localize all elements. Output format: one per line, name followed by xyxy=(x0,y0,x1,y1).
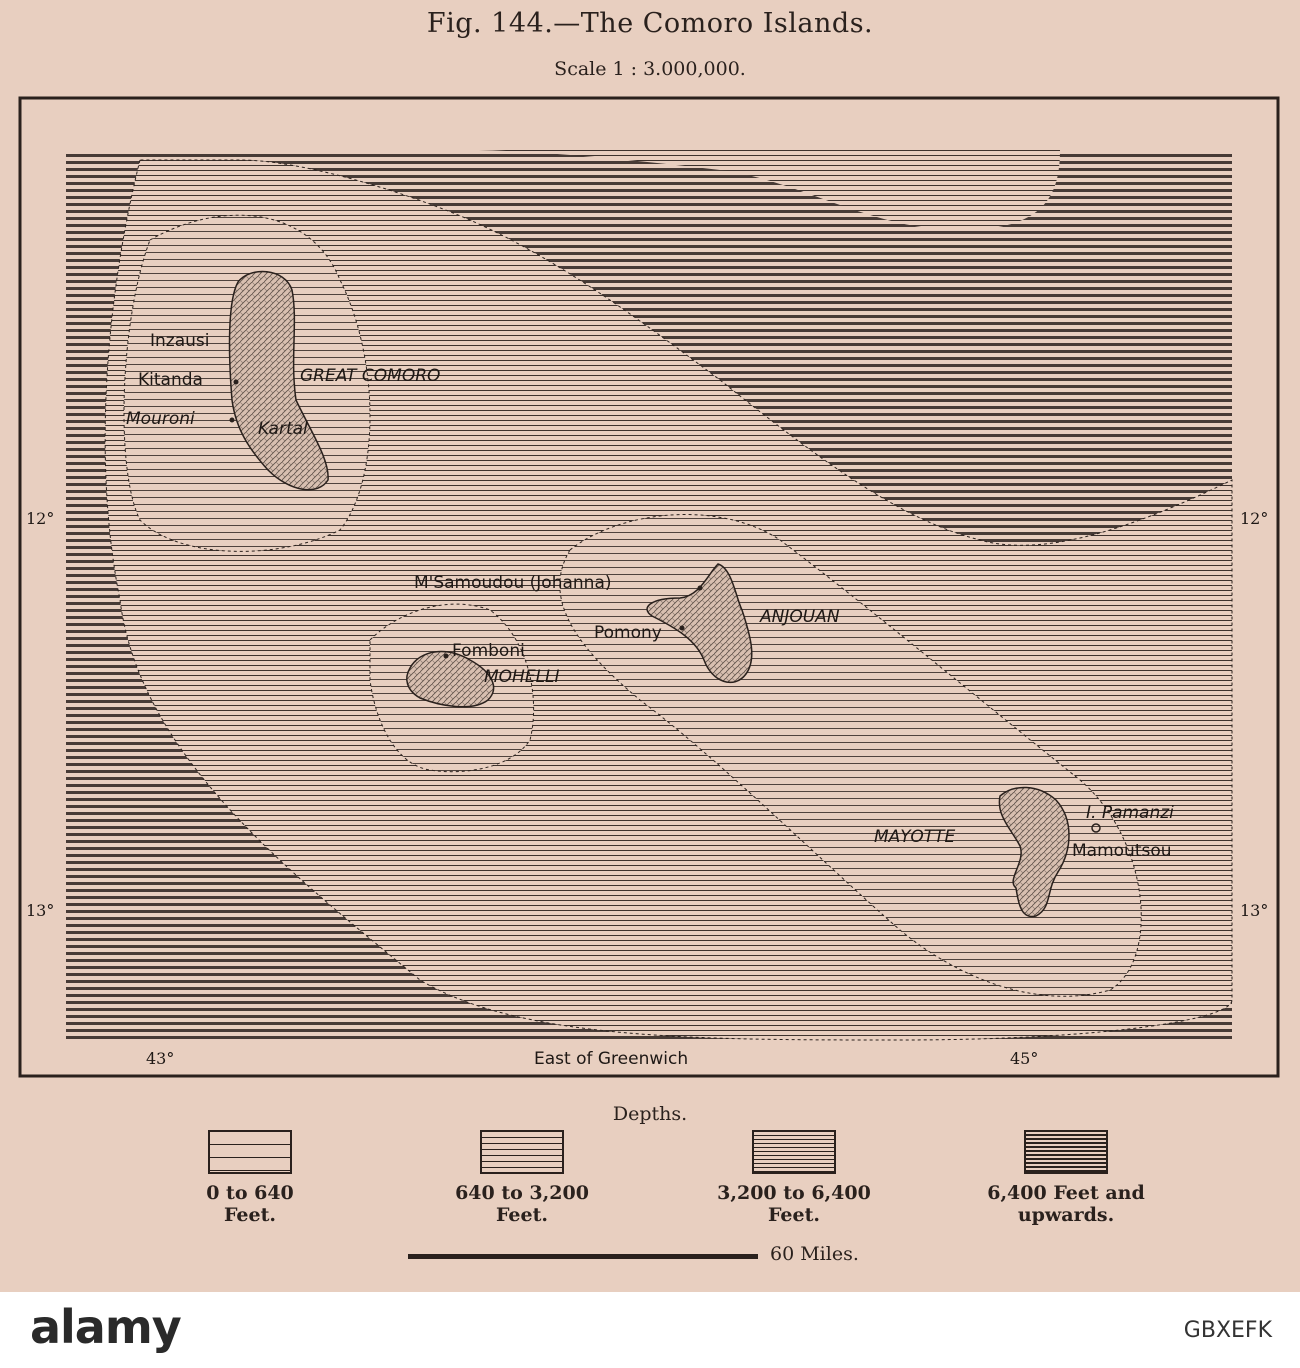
town-marker-msamoudou xyxy=(697,585,703,591)
islet-pamanzi xyxy=(1091,823,1101,833)
legend-label-line2: Feet. xyxy=(767,1204,821,1226)
legend-swatch-shallow xyxy=(480,1130,564,1174)
island-mohelli xyxy=(406,650,495,708)
legend-item-0-640: 0 to 640 Feet. xyxy=(140,1130,360,1226)
island-mayotte xyxy=(998,786,1070,918)
longitude-caption: East of Greenwich xyxy=(534,1049,688,1069)
legend-swatch-shelf xyxy=(208,1130,292,1174)
latitude-label-12-west: 12° xyxy=(26,509,54,528)
map-figure: GREAT COMORO ANJOUAN MOHELLI MAYOTTE Inz… xyxy=(18,96,1280,1078)
legend-label-line2: Feet. xyxy=(223,1204,277,1226)
legend-title: Depths. xyxy=(612,1103,688,1125)
depth-zone-mid-north xyxy=(66,150,1060,230)
label-mamoutsou: Mamoutsou xyxy=(1072,841,1172,861)
scale-bar-label: 60 Miles. xyxy=(770,1243,859,1265)
label-inzausi: Inzausi xyxy=(150,331,209,351)
label-mayotte: MAYOTTE xyxy=(874,827,956,847)
legend-item-6400-upwards: 6,400 Feet and upwards. xyxy=(956,1130,1176,1226)
figure-title: Fig. 144.—The Comoro Islands. xyxy=(426,8,874,39)
latitude-label-13-west: 13° xyxy=(26,901,54,920)
label-fomboni: Fomboni xyxy=(452,641,525,661)
island-great-comoro xyxy=(228,270,329,491)
legend-item-3200-6400: 3,200 to 6,400 Feet. xyxy=(684,1130,904,1226)
town-marker-mouroni xyxy=(229,417,235,423)
legend-label-line2: Feet. xyxy=(495,1204,549,1226)
longitude-label-43: 43° xyxy=(146,1049,174,1068)
latitude-label-12-east: 12° xyxy=(1240,509,1268,528)
town-marker-fomboni xyxy=(443,653,449,659)
latitude-label-13-east: 13° xyxy=(1240,901,1268,920)
scale-bar xyxy=(408,1254,758,1259)
label-pamanzi: I. Pamanzi xyxy=(1086,803,1174,823)
legend-label-line1: 6,400 Feet and xyxy=(987,1182,1145,1204)
label-great-comoro: GREAT COMORO xyxy=(300,366,440,386)
legend-label-line1: 0 to 640 xyxy=(206,1182,294,1204)
legend-swatch-mid xyxy=(752,1130,836,1174)
legend-label-line1: 3,200 to 6,400 xyxy=(717,1182,871,1204)
watermark-strip xyxy=(0,1292,1300,1368)
label-mouroni: Mouroni xyxy=(126,409,195,429)
label-kartal: Kartal xyxy=(258,419,308,439)
label-anjouan: ANJOUAN xyxy=(759,607,840,627)
legend-label-line1: 640 to 3,200 xyxy=(455,1182,589,1204)
label-pomony: Pomony xyxy=(594,623,662,643)
label-mohelli: MOHELLI xyxy=(484,667,560,687)
town-marker-kitanda xyxy=(233,379,239,385)
town-marker-pomony xyxy=(679,625,685,631)
label-msamoudou: M'Samoudou (Johanna) xyxy=(414,573,612,593)
legend-swatch-deep xyxy=(1024,1130,1108,1174)
island-anjouan xyxy=(646,563,753,684)
legend-item-640-3200: 640 to 3,200 Feet. xyxy=(412,1130,632,1226)
longitude-label-45: 45° xyxy=(1010,1049,1038,1068)
watermark-image-id: GBXEFK xyxy=(1183,1318,1272,1343)
map-frame xyxy=(18,96,1280,1078)
watermark-logo: alamy xyxy=(30,1300,182,1354)
figure-scale: Scale 1 : 3.000,000. xyxy=(554,58,746,80)
legend-label-line2: upwards. xyxy=(1017,1204,1115,1226)
label-kitanda: Kitanda xyxy=(138,370,203,390)
